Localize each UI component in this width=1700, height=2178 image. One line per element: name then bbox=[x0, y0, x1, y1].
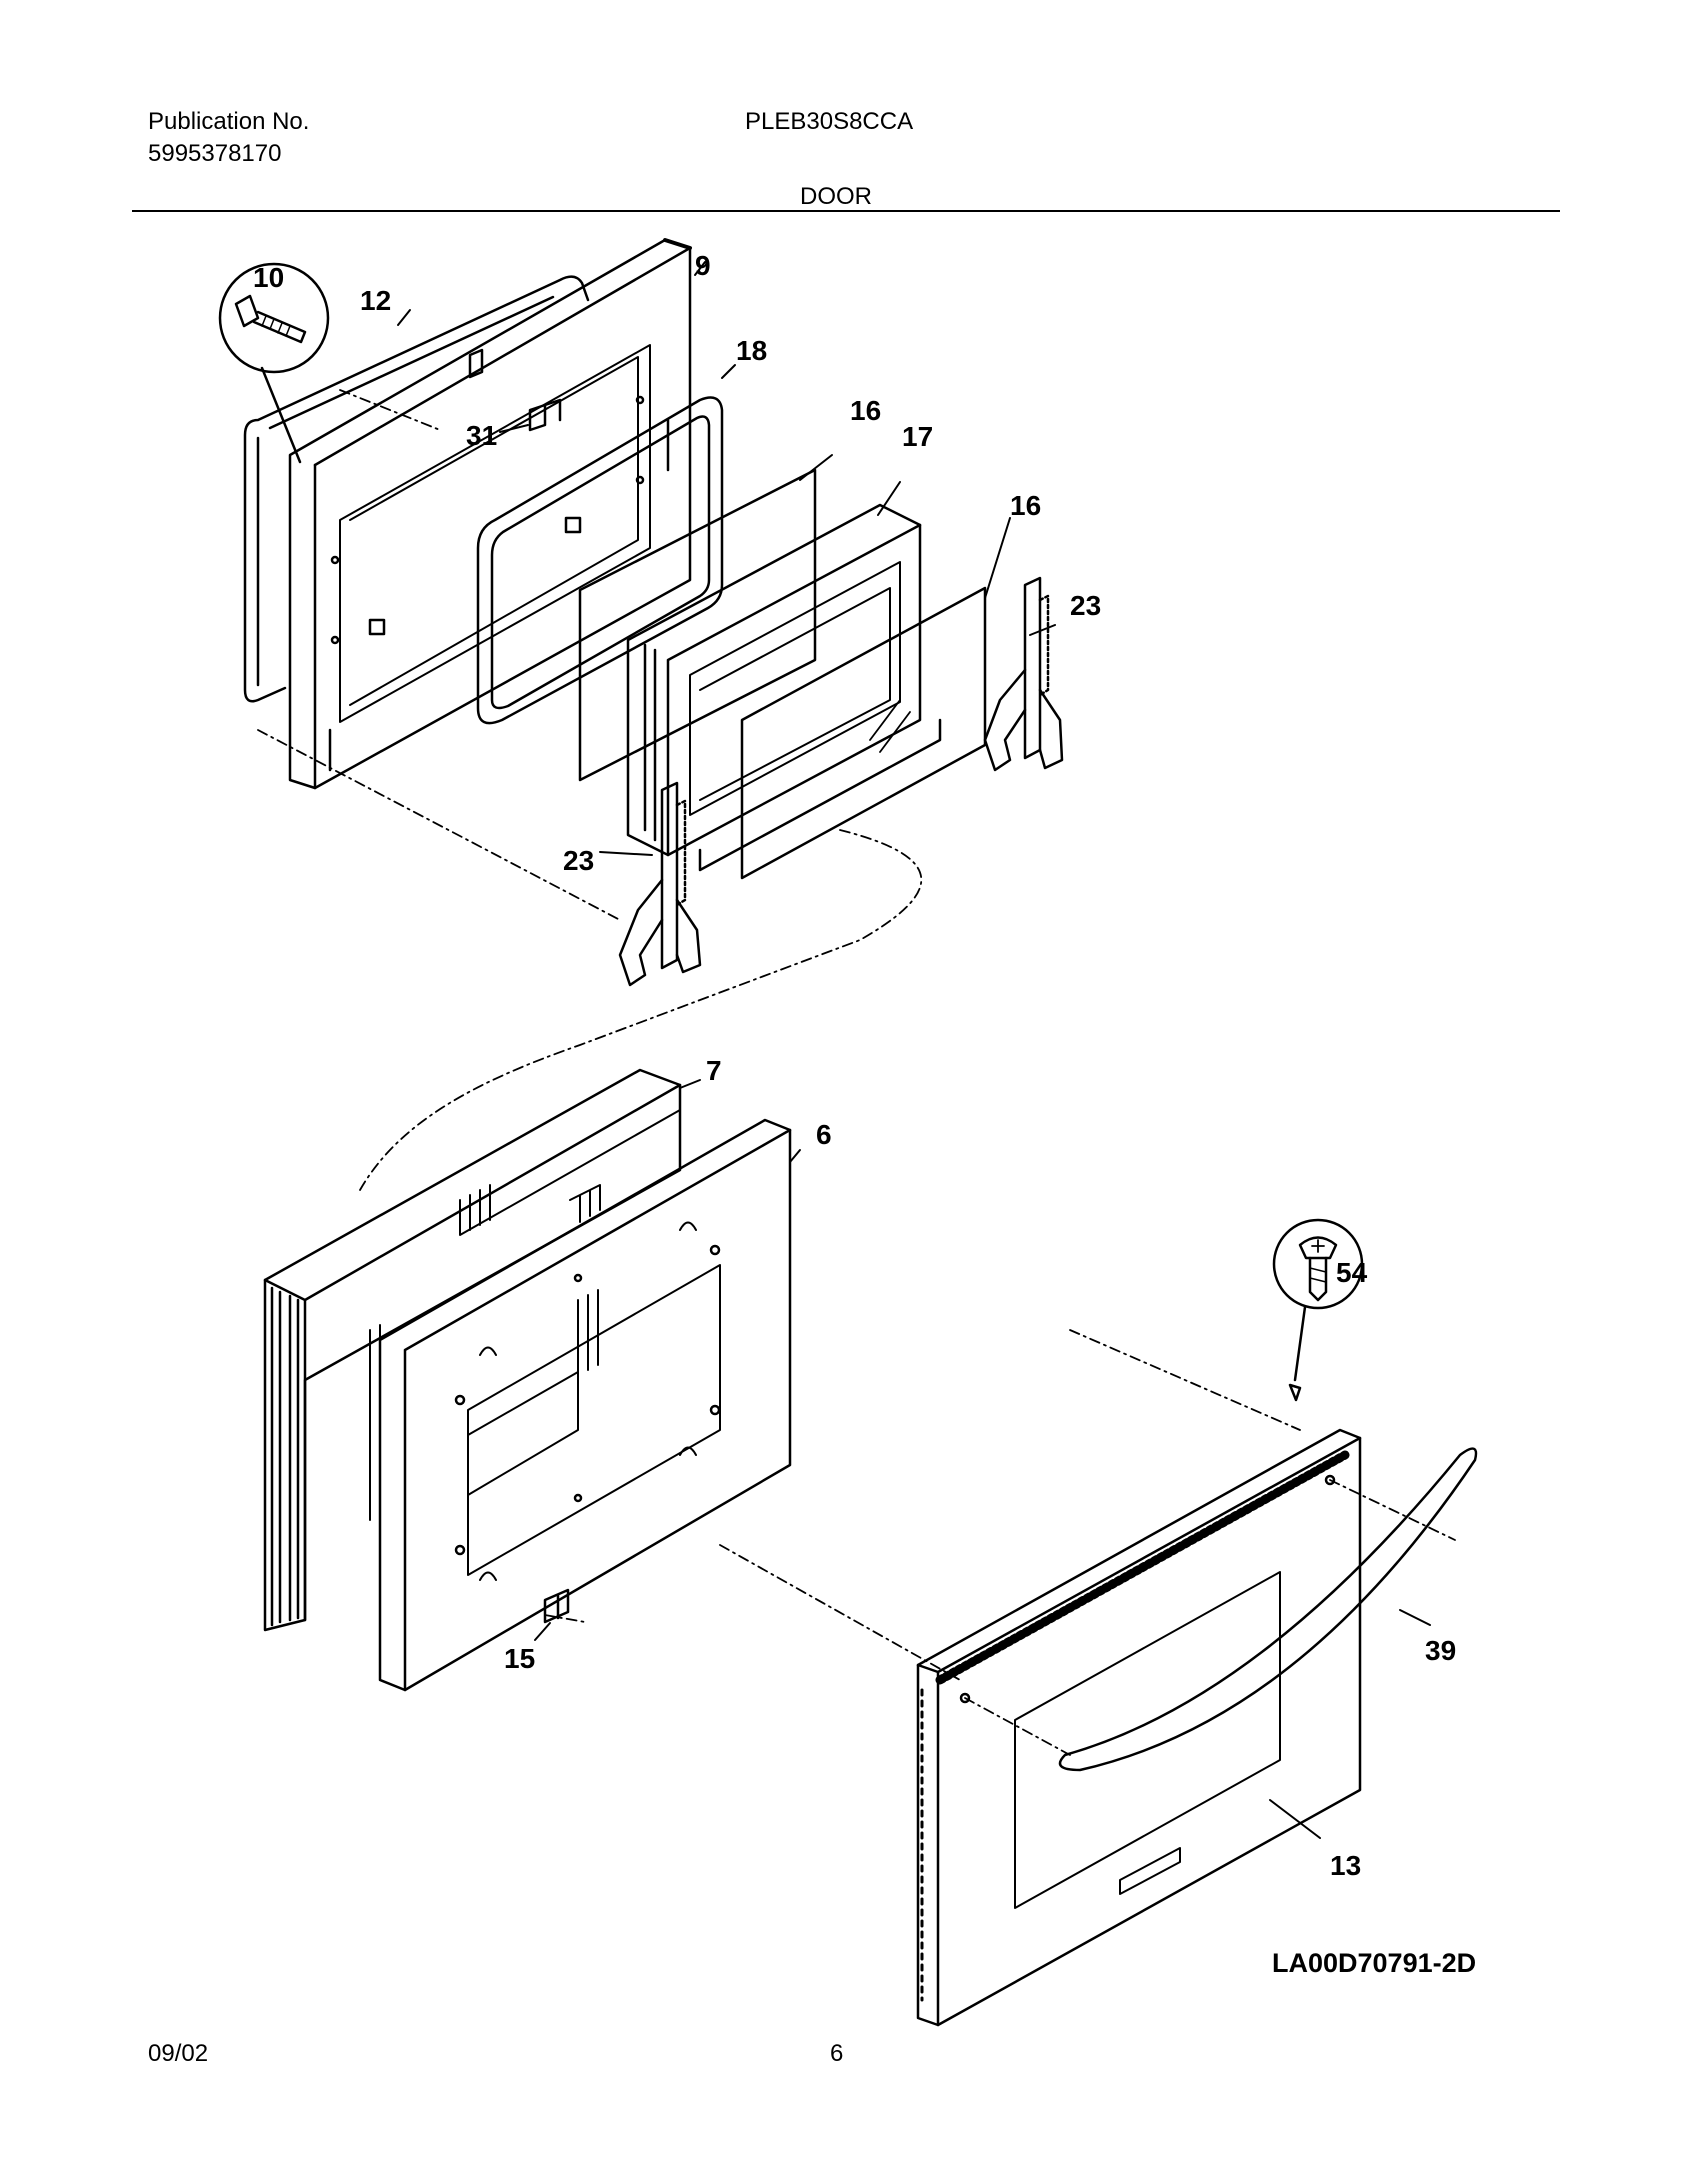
callout-9: 9 bbox=[695, 250, 711, 281]
part-31-clip bbox=[528, 398, 562, 432]
part-23-hinge-right bbox=[983, 576, 1064, 772]
part-9-inner-door-panel bbox=[288, 238, 692, 790]
callout-18: 18 bbox=[736, 335, 767, 366]
callout-31: 31 bbox=[466, 420, 497, 451]
part-16-glass-pane-front bbox=[740, 586, 987, 880]
lower-alignment-lines bbox=[544, 1329, 1456, 1756]
callout-10: 10 bbox=[253, 262, 284, 293]
header-rule bbox=[132, 210, 1560, 212]
callout-6: 6 bbox=[816, 1119, 832, 1150]
part-10-screw-detail bbox=[218, 262, 330, 464]
section-title: DOOR bbox=[800, 183, 872, 210]
callout-7: 7 bbox=[706, 1055, 722, 1086]
part-54-screw-detail bbox=[1272, 1218, 1364, 1402]
footer-page: 6 bbox=[830, 2040, 844, 2067]
callout-23-right: 23 bbox=[1070, 590, 1101, 621]
footer-date: 09/02 bbox=[148, 2040, 209, 2067]
drawing-code: LA00D70791-2D bbox=[1272, 1948, 1477, 1978]
callout-17: 17 bbox=[902, 421, 933, 452]
callout-54: 54 bbox=[1336, 1257, 1368, 1288]
callout-15: 15 bbox=[504, 1643, 535, 1674]
callout-16-front: 16 bbox=[1010, 490, 1041, 521]
model-number: PLEB30S8CCA bbox=[745, 108, 914, 135]
part-18-window-gasket bbox=[476, 396, 724, 725]
part-13-outer-door bbox=[916, 1428, 1362, 2027]
part-7-insulation bbox=[263, 1068, 682, 1632]
callout-13: 13 bbox=[1330, 1850, 1361, 1881]
callout-39: 39 bbox=[1425, 1635, 1456, 1666]
part-39-handle bbox=[1058, 1447, 1478, 1772]
part-6-door-liner bbox=[378, 1118, 792, 1692]
publication-number: 5995378170 bbox=[148, 140, 282, 167]
upper-alignment-lines bbox=[257, 389, 923, 1191]
callout-23-left: 23 bbox=[563, 845, 594, 876]
callout-12: 12 bbox=[360, 285, 391, 316]
part-16-glass-pane-rear bbox=[578, 468, 817, 782]
part-17-window-frame bbox=[626, 503, 942, 872]
callout-labels: 10 12 9 18 31 16 17 16 23 23 7 6 54 15 3… bbox=[253, 250, 1456, 1881]
leader-lines bbox=[397, 261, 1431, 1839]
publication-label: Publication No. bbox=[148, 108, 310, 135]
part-12-gasket bbox=[243, 275, 590, 703]
callout-16-rear: 16 bbox=[850, 395, 881, 426]
part-23-hinge-left bbox=[618, 781, 702, 987]
